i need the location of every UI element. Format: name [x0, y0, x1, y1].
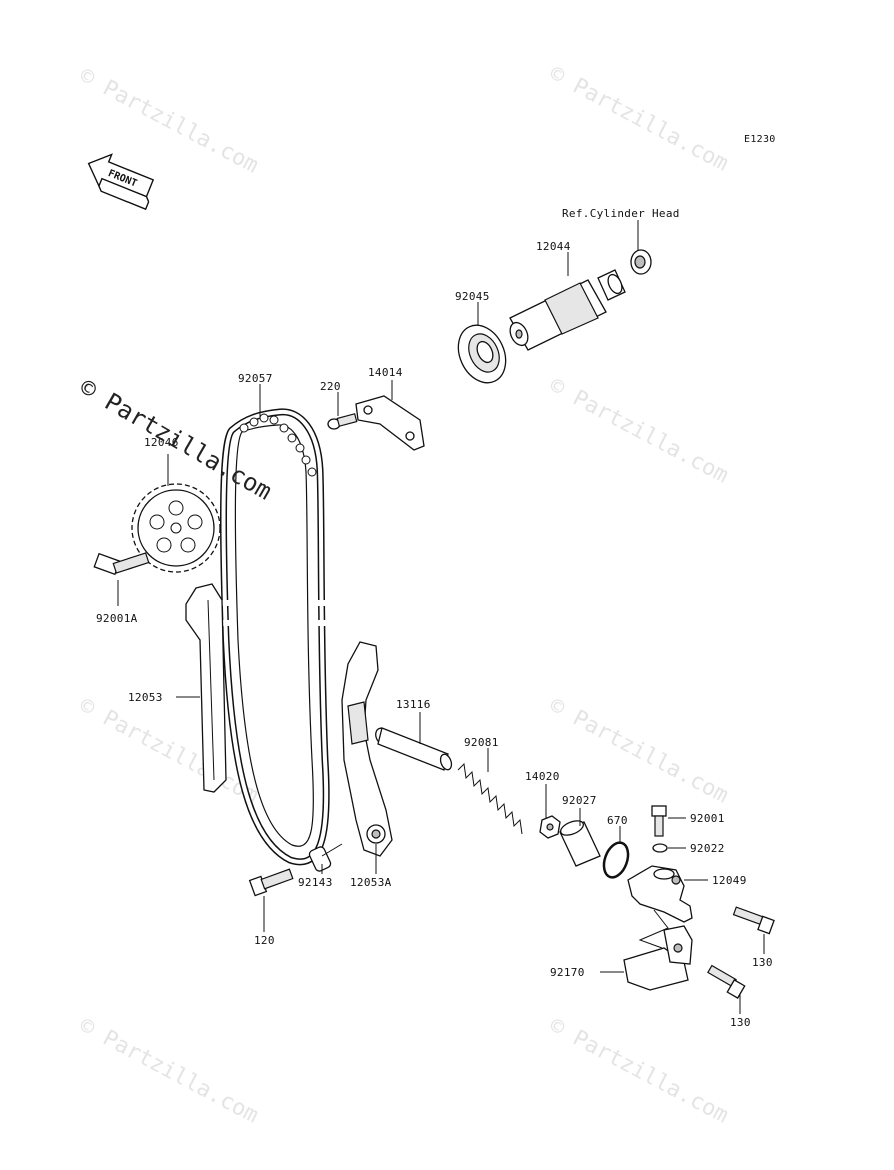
- label-92143: 92143: [298, 876, 333, 889]
- label-670: 670: [607, 814, 628, 827]
- camshaft-assembly: [457, 249, 652, 384]
- bolt-130-lower: [707, 964, 746, 999]
- label-92027: 92027: [562, 794, 597, 807]
- chain-guide-12053: [185, 583, 227, 793]
- label-130-lower: 130: [730, 1016, 751, 1029]
- nut-14020: [539, 815, 561, 839]
- label-14020: 14020: [525, 770, 560, 783]
- label-120: 120: [254, 934, 275, 947]
- watermark: © Partzilla.com: [75, 1013, 262, 1128]
- label-92001a: 92001A: [96, 612, 138, 625]
- watermark: © Partzilla.com: [545, 1013, 732, 1128]
- label-130-upper: 130: [752, 956, 773, 969]
- label-ref-cylinder-head: Ref.Cylinder Head: [562, 207, 680, 220]
- label-12046: 12046: [144, 436, 179, 449]
- spring-92081: [457, 762, 523, 835]
- label-92022: 92022: [690, 842, 725, 855]
- tensioner-guide-12053a: [341, 641, 393, 857]
- washer-92022: [652, 843, 668, 853]
- label-12044: 12044: [536, 240, 571, 253]
- tensioner-body-12049: [627, 865, 693, 923]
- bolt-92001: [651, 805, 667, 837]
- label-12049: 12049: [712, 874, 747, 887]
- cam-sprocket: [131, 483, 221, 573]
- label-92045: 92045: [455, 290, 490, 303]
- plate-14014: [355, 395, 425, 451]
- label-14014: 14014: [368, 366, 403, 379]
- bolt-220: [327, 413, 358, 430]
- leader-lines: [117, 220, 765, 1014]
- cap-92027: [559, 820, 601, 867]
- bolt-130-upper: [732, 906, 775, 935]
- diagram-code: E1230: [744, 134, 776, 145]
- front-arrow-icon: FRONT: [87, 153, 155, 211]
- label-92057: 92057: [238, 372, 273, 385]
- callout-labels: Ref.Cylinder Head 12044 92045 92057 220 …: [96, 207, 773, 1029]
- collar-92143: [308, 846, 332, 872]
- bracket-92170: [623, 925, 693, 991]
- watermark: © Partzilla.com: [545, 693, 732, 808]
- label-12053: 12053: [128, 691, 163, 704]
- watermark: © Partzilla.com: [545, 61, 732, 176]
- label-92001: 92001: [690, 812, 725, 825]
- timing-chain: [220, 408, 330, 866]
- label-92170: 92170: [550, 966, 585, 979]
- o-ring-670: [602, 841, 630, 879]
- bolt-92001a: [93, 552, 150, 576]
- label-13116: 13116: [396, 698, 431, 711]
- bolt-120: [248, 868, 294, 897]
- label-12053a: 12053A: [350, 876, 392, 889]
- label-92081: 92081: [464, 736, 499, 749]
- label-220: 220: [320, 380, 341, 393]
- watermark: © Partzilla.com: [545, 373, 732, 488]
- tensioner-rod-13116: [375, 727, 453, 771]
